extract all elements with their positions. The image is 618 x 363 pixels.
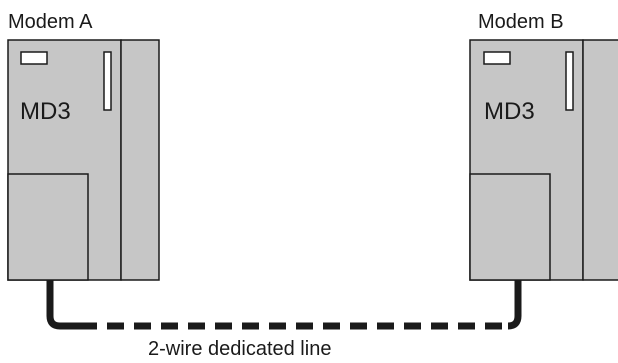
modem-a-display-window (20, 51, 48, 65)
modem-b-name-label: Modem B (478, 11, 564, 33)
modem-b-side-panel (582, 39, 618, 281)
modem-b-cable-riser (507, 280, 522, 330)
modem-b-terminal-cover (469, 173, 551, 281)
modem-b: MD3 (469, 39, 618, 281)
modem-a-model-label: MD3 (20, 98, 71, 125)
modem-a-side-panel (120, 39, 160, 281)
modem-b-status-led-slot (565, 51, 574, 111)
modem-a: MD3 (7, 39, 160, 281)
modem-b-display-window (483, 51, 511, 65)
modem-a-name-label: Modem A (8, 11, 93, 33)
line-label: 2-wire dedicated line (148, 338, 332, 360)
modem-a-terminal-cover (7, 173, 89, 281)
modem-b-model-label: MD3 (484, 98, 535, 125)
dedicated-line (46, 280, 522, 330)
modem-a-cable-riser (46, 280, 80, 330)
modem-a-status-led-slot (103, 51, 112, 111)
